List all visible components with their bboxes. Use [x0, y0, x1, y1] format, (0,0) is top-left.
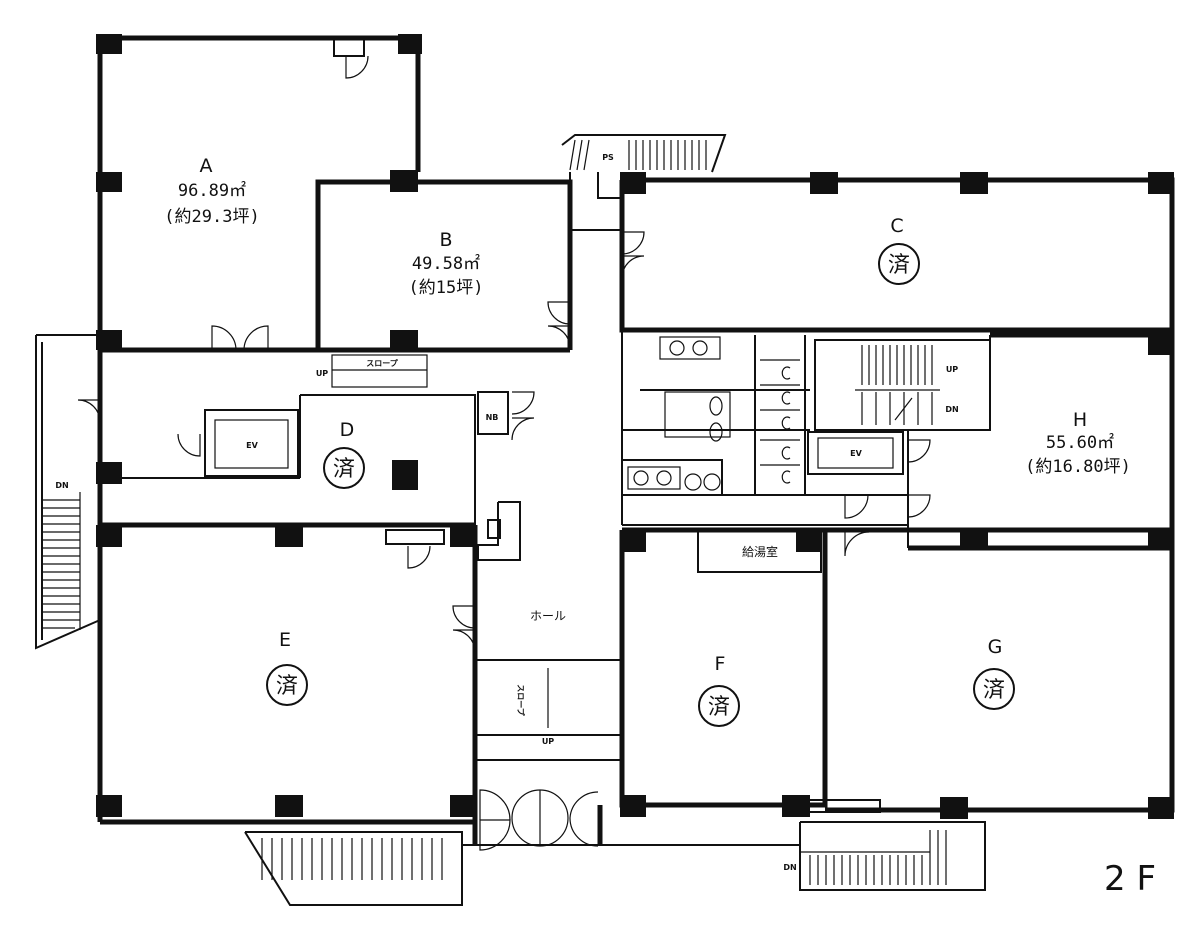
- kitchenette-label: 給湯室: [742, 544, 778, 559]
- ev-label-left: EV: [246, 441, 258, 450]
- floor-label: 2 F: [1104, 859, 1156, 899]
- dn-label-bottom-stair: DN: [783, 863, 796, 872]
- slope-label-top: スロープ: [366, 358, 399, 368]
- room-g-stamp: 済: [983, 678, 1005, 703]
- room-h-label: H: [1073, 409, 1087, 431]
- nb-label: NB: [486, 413, 499, 422]
- room-h-area: 55.60㎡: [1046, 433, 1114, 453]
- room-d-stamp: 済: [333, 457, 355, 482]
- dn-label-left-stair: DN: [55, 481, 68, 490]
- room-f-label: F: [715, 653, 726, 675]
- ev-label-right: EV: [850, 449, 862, 458]
- room-e-label: E: [279, 629, 291, 651]
- room-b-label: B: [439, 229, 452, 251]
- room-f-stamp-circle: [698, 685, 740, 727]
- dn-label-h-stair: DN: [945, 405, 958, 414]
- room-g-label: G: [988, 636, 1003, 658]
- room-a-tsubo: (約29.3坪): [164, 207, 259, 227]
- room-a-label: A: [200, 155, 213, 177]
- slope-label-hall: スロープ: [516, 684, 526, 717]
- room-f-stamp: 済: [708, 695, 730, 720]
- room-a-area: 96.89㎡: [178, 181, 246, 201]
- room-g-stamp-circle: [973, 668, 1015, 710]
- doors: [77, 37, 931, 851]
- room-c-label: C: [890, 215, 903, 237]
- room-e-stamp: 済: [276, 674, 298, 699]
- room-c-stamp-circle: [878, 243, 920, 285]
- room-h-tsubo: (約16.80坪): [1025, 457, 1131, 477]
- up-label-h-stair: UP: [946, 365, 958, 374]
- ps-label: PS: [602, 153, 614, 162]
- shafts: [477, 391, 521, 561]
- walls: [97, 35, 1175, 846]
- columns: [96, 34, 1174, 819]
- stairs: [35, 134, 986, 906]
- room-d-stamp-circle: [323, 447, 365, 489]
- room-c-stamp: 済: [888, 253, 910, 278]
- restroom-fixtures: [627, 336, 800, 491]
- room-b-area: 49.58㎡: [412, 254, 480, 274]
- room-d-label: D: [340, 419, 355, 441]
- room-e-stamp-circle: [266, 664, 308, 706]
- up-label-top: UP: [316, 369, 328, 378]
- elevators: [204, 409, 904, 477]
- room-b-tsubo: (約15坪): [409, 278, 484, 298]
- up-label-hall: UP: [542, 737, 554, 746]
- hall-label: ホール: [530, 609, 566, 623]
